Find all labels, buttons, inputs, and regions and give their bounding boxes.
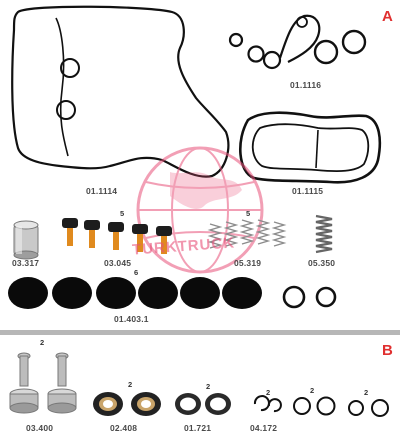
piston-03-317 [13,220,39,260]
part-label-03-400: 03.400 [26,423,54,433]
housing-gasket-inner [251,123,370,172]
o-ring-large [341,29,367,55]
spring-05-350 [315,214,333,254]
o-rings-pair-2 [348,399,389,417]
part-label-01-403-1: 01.403.1 [114,314,149,324]
part-label-01-1116: 01.1116 [290,80,322,90]
part-label-05-319: 05.319 [234,258,262,268]
bolts-03-045 [62,218,172,254]
section-a-letter: A [382,8,393,25]
part-label-01-1115: 01.1115 [292,186,324,196]
o-ring-small-1 [247,45,265,63]
o-ring-tiny [228,32,244,48]
diaphragms-01-403-1 [8,277,262,309]
o-ring-a-2 [315,286,337,308]
part-label-01-721: 01.721 [184,423,212,433]
valve-stems-03-400 [9,352,77,414]
part-label-04-172: 04.172 [250,423,278,433]
qty-o-rings-pair-2: 2 [364,388,369,397]
circlips-04-172 [253,395,282,413]
qty-03-045: 5 [120,209,125,218]
qty-05-319: 5 [246,209,251,218]
o-ring-small-2 [262,50,282,70]
part-label-03-045: 03.045 [104,258,132,268]
part-label-03-317: 03.317 [12,258,40,268]
o-ring-loop-seal [278,14,321,63]
cover-gasket-ring-upper [60,58,80,78]
housing-gasket-outer [238,111,382,184]
qty-01-721: 2 [206,382,211,391]
o-ring-medium [313,39,339,65]
part-label-02-408: 02.408 [110,423,138,433]
seals-02-408 [93,392,161,416]
o-ring-a-1 [282,285,306,309]
section-b-letter: B [382,342,393,359]
cover-gasket-ring-lower [56,100,76,120]
qty-02-408: 2 [128,380,133,389]
o-rings-pair-1 [293,396,336,416]
cover-gasket-01-1114 [11,5,230,178]
watermark-globe [136,146,264,274]
qty-o-rings-pair-1: 2 [310,386,315,395]
section-divider [0,330,400,335]
part-label-05-350: 05.350 [308,258,336,268]
qty-03-400: 2 [40,338,45,347]
qty-04-172: 2 [266,388,271,397]
part-label-01-1114: 01.1114 [86,186,118,196]
qty-01-403-1: 6 [134,268,139,277]
rings-01-721 [175,393,231,415]
springs-05-319 [207,219,287,249]
